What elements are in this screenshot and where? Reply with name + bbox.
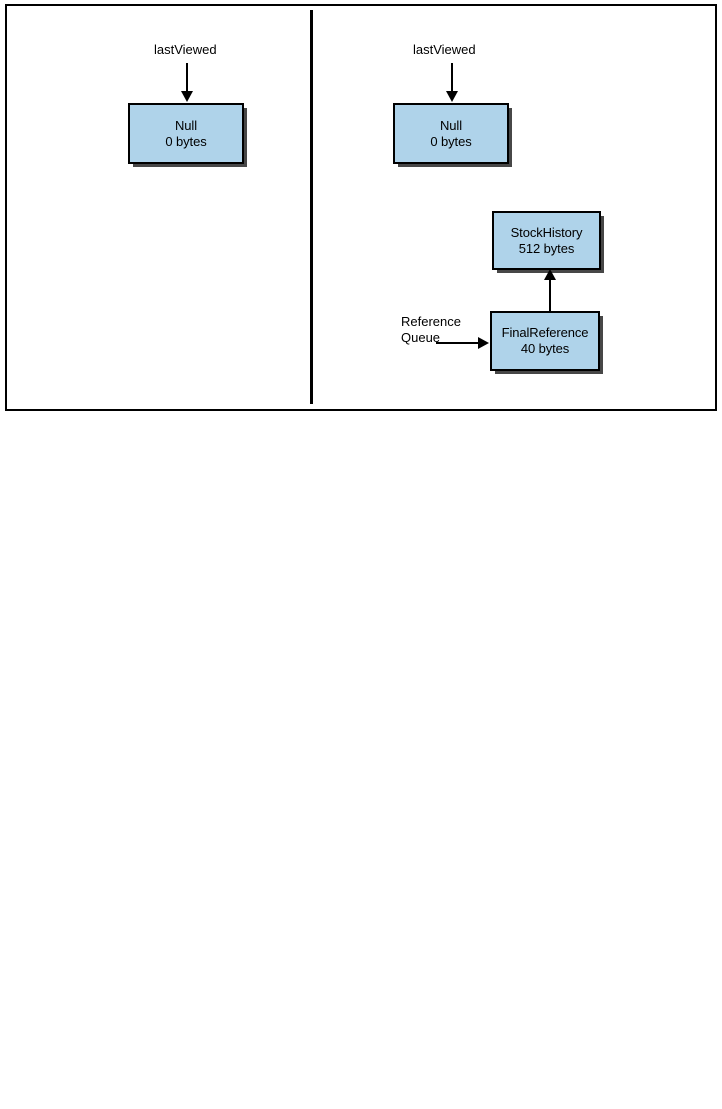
box-finalreference-title: FinalReference bbox=[501, 325, 589, 341]
label-reference-queue: Reference Queue bbox=[401, 314, 461, 346]
box-finalreference: FinalReference 40 bytes bbox=[490, 311, 600, 371]
box-null-left-title: Null bbox=[175, 117, 197, 133]
box-null-right-size: 0 bytes bbox=[430, 133, 472, 149]
arrow-finalreference-to-stockhistory-shaft bbox=[549, 278, 551, 312]
arrow-lastviewed-to-null-right-shaft bbox=[451, 63, 453, 93]
panel-divider bbox=[310, 10, 313, 404]
arrow-down-icon bbox=[446, 91, 458, 102]
box-stockhistory-size: 512 bytes bbox=[518, 240, 575, 256]
box-null-left: Null 0 bytes bbox=[128, 103, 244, 164]
label-reference-queue-line2: Queue bbox=[401, 330, 441, 346]
box-null-right: Null 0 bytes bbox=[393, 103, 509, 164]
arrow-up-icon bbox=[544, 269, 556, 280]
arrow-right-icon bbox=[478, 337, 489, 349]
arrow-down-icon bbox=[181, 91, 193, 102]
box-stockhistory: StockHistory 512 bytes bbox=[492, 211, 601, 270]
label-lastviewed-left: lastViewed bbox=[154, 42, 217, 57]
box-stockhistory-title: StockHistory bbox=[510, 224, 583, 240]
box-null-left-size: 0 bytes bbox=[165, 133, 207, 149]
figure-frame: lastViewed Null 0 bytes lastViewed Null … bbox=[5, 4, 717, 411]
arrow-referencequeue-to-finalreference-shaft bbox=[436, 342, 480, 344]
label-reference-queue-line1: Reference bbox=[401, 314, 461, 329]
label-lastviewed-right: lastViewed bbox=[413, 42, 476, 57]
box-null-right-title: Null bbox=[440, 117, 462, 133]
box-finalreference-size: 40 bytes bbox=[520, 341, 570, 356]
arrow-lastviewed-to-null-left-shaft bbox=[186, 63, 188, 93]
